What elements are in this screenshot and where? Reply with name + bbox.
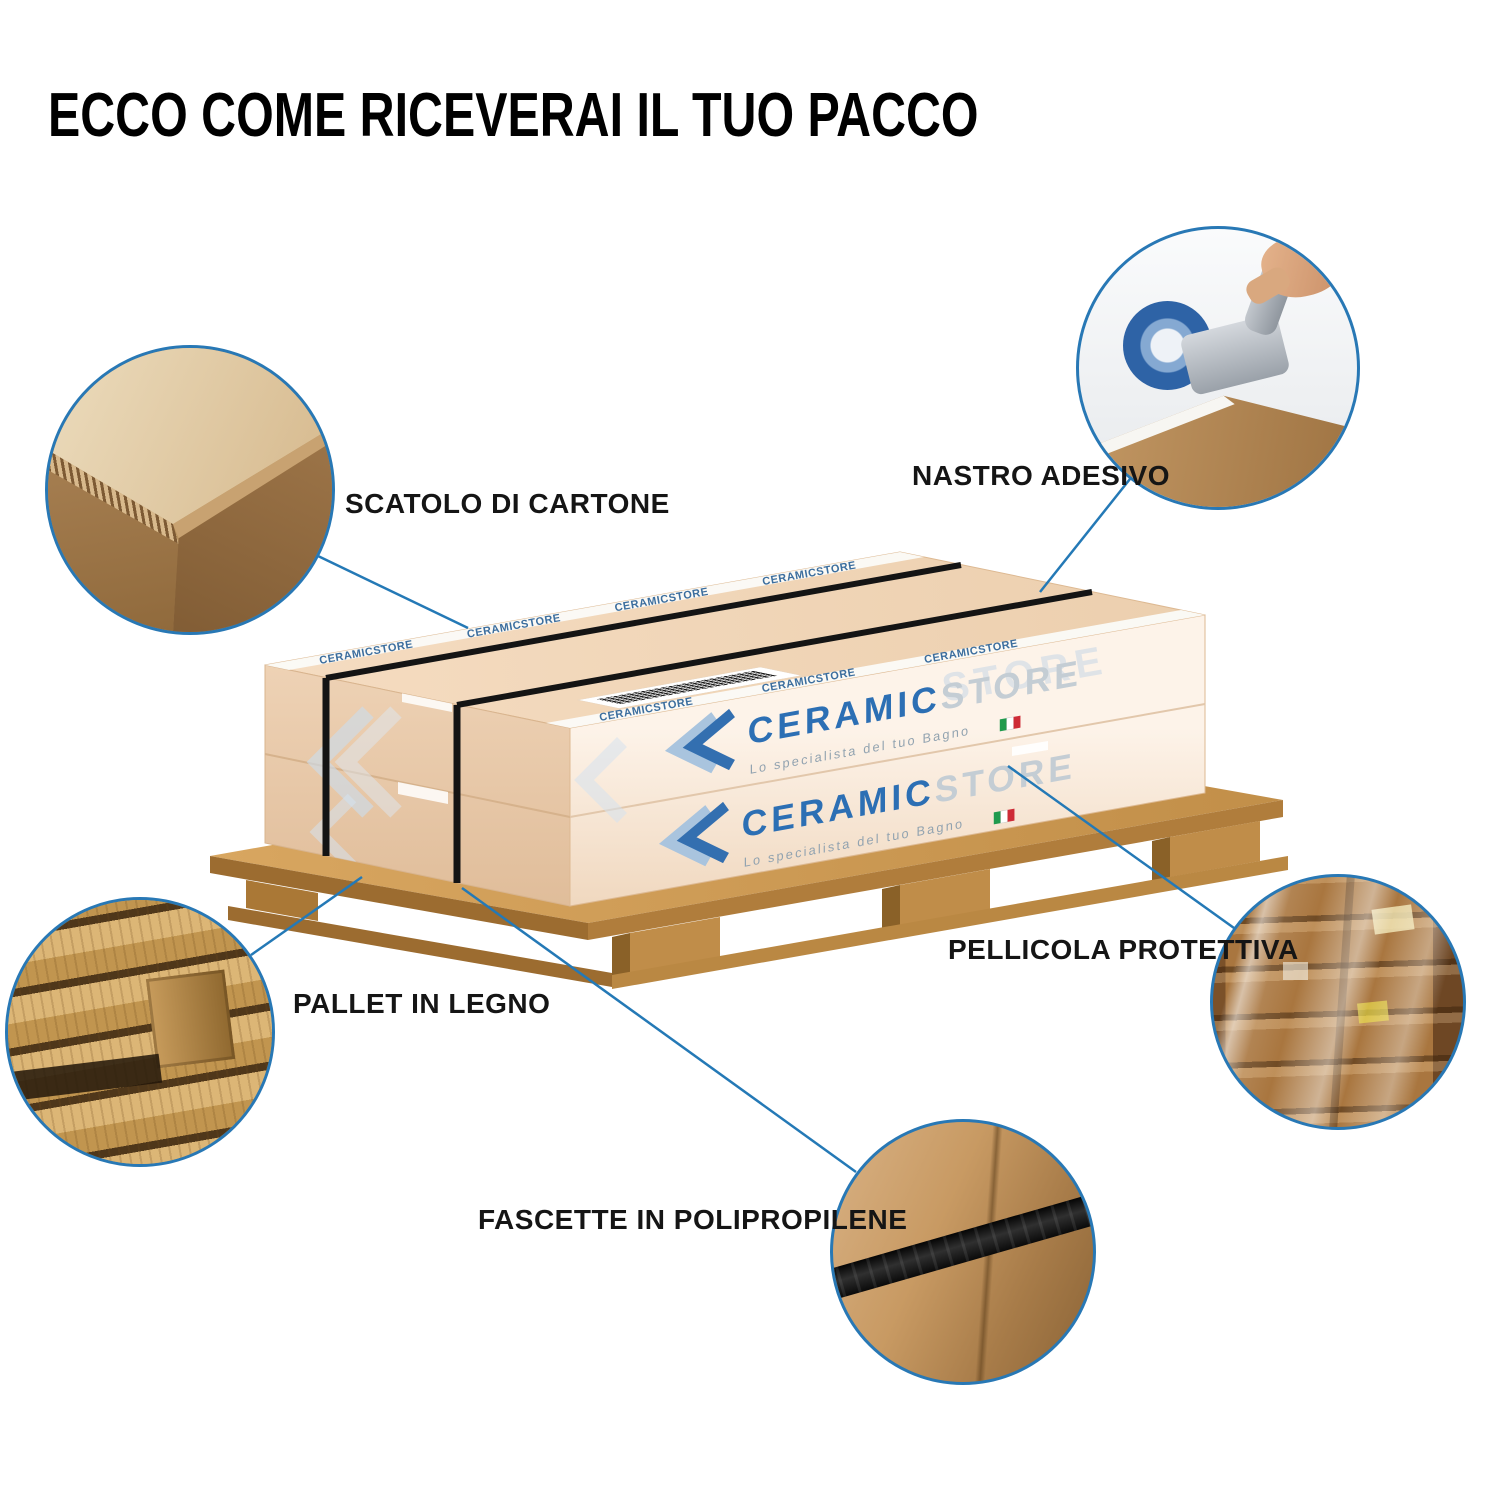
straps [322, 562, 1093, 883]
protective-film-photo [1210, 874, 1466, 1130]
pallet-deck-front-right [588, 800, 1283, 940]
pallet-block [900, 869, 990, 925]
pallet-skid-left [228, 906, 612, 987]
end-face-label [398, 782, 448, 804]
pallet-block [630, 917, 720, 973]
brand-chevron-dark-icon [676, 801, 729, 864]
brand-chevron-dark-icon [682, 708, 735, 771]
brand-chevron-light-icon [664, 712, 718, 774]
black-strap [833, 1182, 1093, 1306]
wooden-pallet-photo [5, 897, 275, 1167]
flag-white [1006, 716, 1014, 731]
watermark-chevron-icon [306, 706, 374, 818]
label-fascette: FASCETTE IN POLIPROPILENE [478, 1204, 908, 1235]
page-title: ECCO COME RICEVERAI IL TUO PACCO [48, 80, 979, 150]
front-face-label [1012, 741, 1048, 756]
pallet-block-side [1152, 837, 1170, 881]
flag-green [993, 811, 1001, 825]
label-pallet: PALLET IN LEGNO [293, 988, 551, 1019]
film-shine [1213, 877, 1463, 1127]
watermark-chevron-icon [334, 706, 402, 818]
tape-band-back [265, 552, 924, 670]
watermark-chevron-icon [574, 737, 627, 823]
pallet-skid-right [612, 856, 1288, 989]
flag-green [999, 718, 1007, 732]
pallet-block-side [882, 885, 900, 929]
label-pellicola: PELLICOLA PROTETTIVA [948, 934, 1299, 965]
flag-red [1013, 715, 1021, 729]
adhesive-tape-photo [1076, 226, 1360, 510]
connector-fascette [461, 886, 857, 1174]
strap-top-2 [456, 589, 1093, 708]
connector-scatolo [317, 554, 469, 630]
label-scatolo: SCATOLO DI CARTONE [345, 488, 670, 519]
package-box: STORE CERAMIC STORE Lo specialista del t… [264, 551, 1206, 907]
strap-top-1 [325, 562, 962, 681]
pallet-block-closeup [145, 969, 235, 1069]
shipping-label [577, 666, 803, 709]
connector-pellicola [1007, 764, 1235, 930]
pallet-block-side [612, 933, 630, 977]
tape-band-front [546, 610, 1205, 728]
wood-grain [8, 900, 272, 1164]
flag-white [1000, 809, 1008, 824]
flag-red [1007, 808, 1015, 822]
barcode [596, 670, 778, 705]
watermark-chevron-icon [309, 793, 357, 871]
pallet-deck-front-left [210, 856, 588, 940]
strap-photo [830, 1119, 1096, 1385]
pallet-block [1170, 821, 1260, 877]
box-seam-front [569, 703, 1206, 818]
label-nastro: NASTRO ADESIVO [912, 460, 1170, 491]
cardboard-box-photo [45, 345, 335, 635]
end-face-watermarks [306, 690, 452, 871]
brand-chevron-light-icon [658, 805, 712, 867]
